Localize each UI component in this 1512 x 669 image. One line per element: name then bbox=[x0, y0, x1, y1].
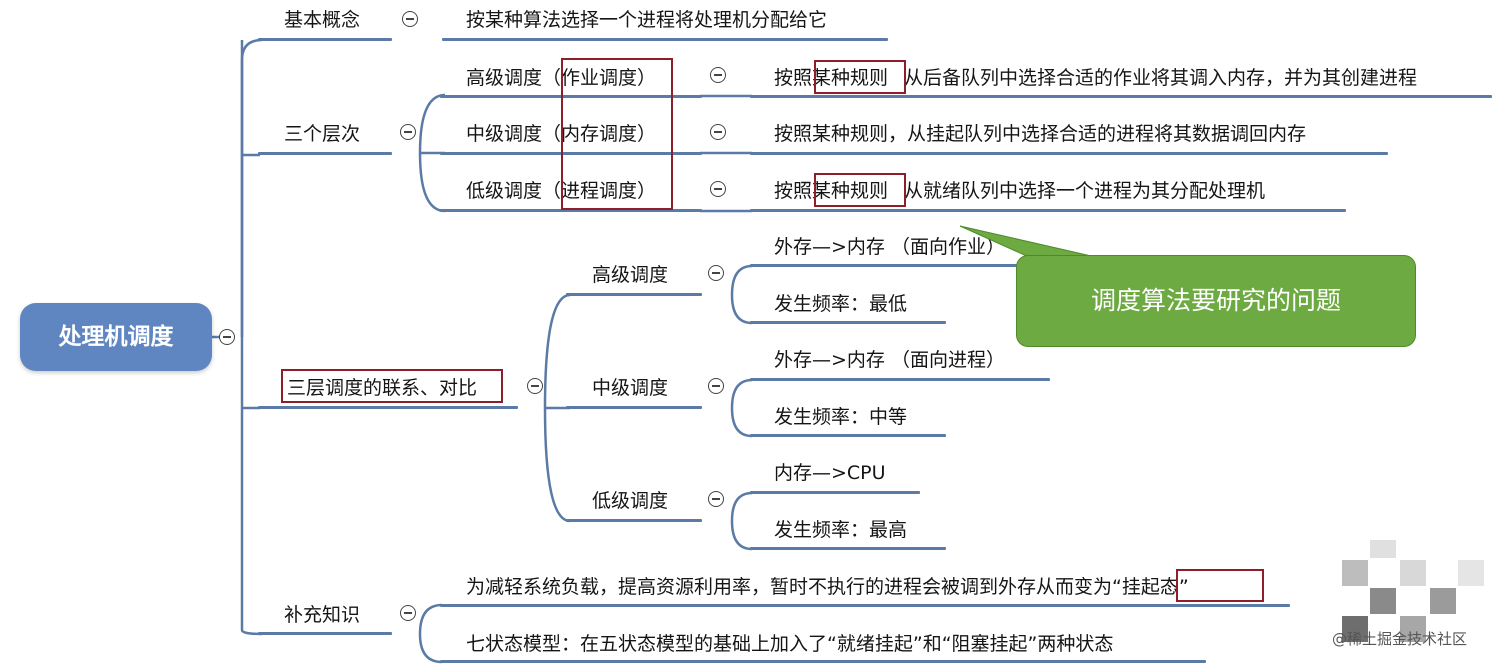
highlight-box bbox=[561, 58, 673, 210]
branch-concept-label[interactable]: 基本概念 bbox=[284, 9, 361, 31]
compare-mid-label[interactable]: 中级调度 bbox=[592, 377, 669, 399]
level-high-desc: 按照某种规则从后备队列中选择合适的作业将其调入内存，并为其创建进程 bbox=[774, 66, 1417, 90]
highlight-box bbox=[1176, 569, 1264, 602]
leaf-underline bbox=[750, 378, 1050, 381]
leaf-underline bbox=[750, 547, 946, 550]
compare-low-detail1: 内存—>CPU bbox=[774, 462, 886, 484]
compare-high-detail1: 外存—>内存 （面向作业） bbox=[774, 236, 1005, 258]
compare-low-detail2: 发生频率：最高 bbox=[774, 519, 908, 541]
desc-prefix: 按照 bbox=[774, 67, 813, 89]
leaf-underline bbox=[750, 321, 946, 324]
leaf-underline bbox=[440, 604, 1290, 607]
leaf-underline bbox=[440, 152, 702, 155]
compare-low-label[interactable]: 低级调度 bbox=[592, 490, 669, 512]
leaf-underline bbox=[440, 660, 1206, 663]
desc-prefix: 按照 bbox=[774, 180, 813, 202]
watermark: @稀土掘金技术社区 bbox=[1332, 630, 1468, 648]
collapse-minus-icon[interactable] bbox=[219, 329, 235, 345]
compare-high-label[interactable]: 高级调度 bbox=[592, 264, 669, 286]
leaf-underline bbox=[750, 491, 920, 494]
highlight-box bbox=[814, 173, 906, 207]
highlight-box bbox=[281, 369, 503, 403]
compare-mid-detail2: 发生频率：中等 bbox=[774, 406, 908, 428]
collapse-minus-icon[interactable] bbox=[710, 124, 726, 140]
branch-supplement-label[interactable]: 补充知识 bbox=[284, 604, 361, 626]
collapse-minus-icon[interactable] bbox=[710, 67, 726, 83]
leaf-underline bbox=[750, 434, 946, 437]
highlight-box bbox=[814, 60, 906, 94]
compare-high-detail2: 发生频率：最低 bbox=[774, 293, 908, 315]
leaf-underline bbox=[440, 209, 702, 212]
leaf-underline bbox=[442, 38, 888, 41]
branch-underline bbox=[258, 152, 392, 155]
desc-suffix: 从后备队列中选择合适的作业将其调入内存，并为其创建进程 bbox=[904, 67, 1418, 89]
callout-box[interactable]: 调度算法要研究的问题 bbox=[1016, 255, 1416, 347]
concept-text: 按某种算法选择一个进程将处理机分配给它 bbox=[466, 9, 828, 31]
leaf-underline bbox=[750, 95, 1492, 98]
branch-levels-label[interactable]: 三个层次 bbox=[284, 123, 361, 145]
leaf-underline bbox=[750, 209, 1346, 212]
leaf-underline bbox=[566, 519, 702, 522]
collapse-minus-icon[interactable] bbox=[400, 124, 416, 140]
branch-underline bbox=[258, 38, 392, 41]
level-low-desc: 按照某种规则从就绪队列中选择一个进程为其分配处理机 bbox=[774, 179, 1265, 203]
supplement-line2: 七状态模型：在五状态模型的基础上加入了“就绪挂起”和“阻塞挂起”两种状态 bbox=[466, 633, 1114, 655]
desc-highlight: 某种规则 bbox=[812, 67, 889, 89]
branch-comparison-label[interactable]: 三层调度的联系、对比 bbox=[287, 377, 478, 399]
desc-highlight: 某种规则 bbox=[812, 180, 889, 202]
level-mid-desc: 按照某种规则，从挂起队列中选择合适的进程将其数据调回内存 bbox=[774, 123, 1307, 145]
collapse-minus-icon[interactable] bbox=[708, 378, 724, 394]
branch-underline bbox=[258, 632, 392, 635]
supplement-line1-prefix: 为减轻系统负载，提高资源利用率，暂时不执行的进程会被调到外存从而变为 bbox=[466, 576, 1113, 598]
collapse-minus-icon[interactable] bbox=[708, 491, 724, 507]
collapse-minus-icon[interactable] bbox=[402, 11, 418, 27]
desc-suffix: 从就绪队列中选择一个进程为其分配处理机 bbox=[904, 180, 1266, 202]
branch-underline bbox=[258, 406, 518, 409]
leaf-underline bbox=[566, 293, 702, 296]
supplement-line1-highlight: “挂起态” bbox=[1112, 576, 1189, 598]
collapse-minus-icon[interactable] bbox=[527, 378, 543, 394]
leaf-underline bbox=[566, 406, 702, 409]
leaf-underline bbox=[750, 264, 1050, 267]
root-node[interactable]: 处理机调度 bbox=[20, 303, 212, 371]
supplement-line1: 为减轻系统负载，提高资源利用率，暂时不执行的进程会被调到外存从而变为“挂起态” bbox=[466, 575, 1189, 599]
leaf-underline bbox=[750, 152, 1388, 155]
collapse-minus-icon[interactable] bbox=[710, 181, 726, 197]
leaf-underline bbox=[440, 95, 702, 98]
collapse-minus-icon[interactable] bbox=[708, 265, 724, 281]
collapse-minus-icon[interactable] bbox=[400, 605, 416, 621]
compare-mid-detail1: 外存—>内存 （面向进程） bbox=[774, 349, 1005, 371]
